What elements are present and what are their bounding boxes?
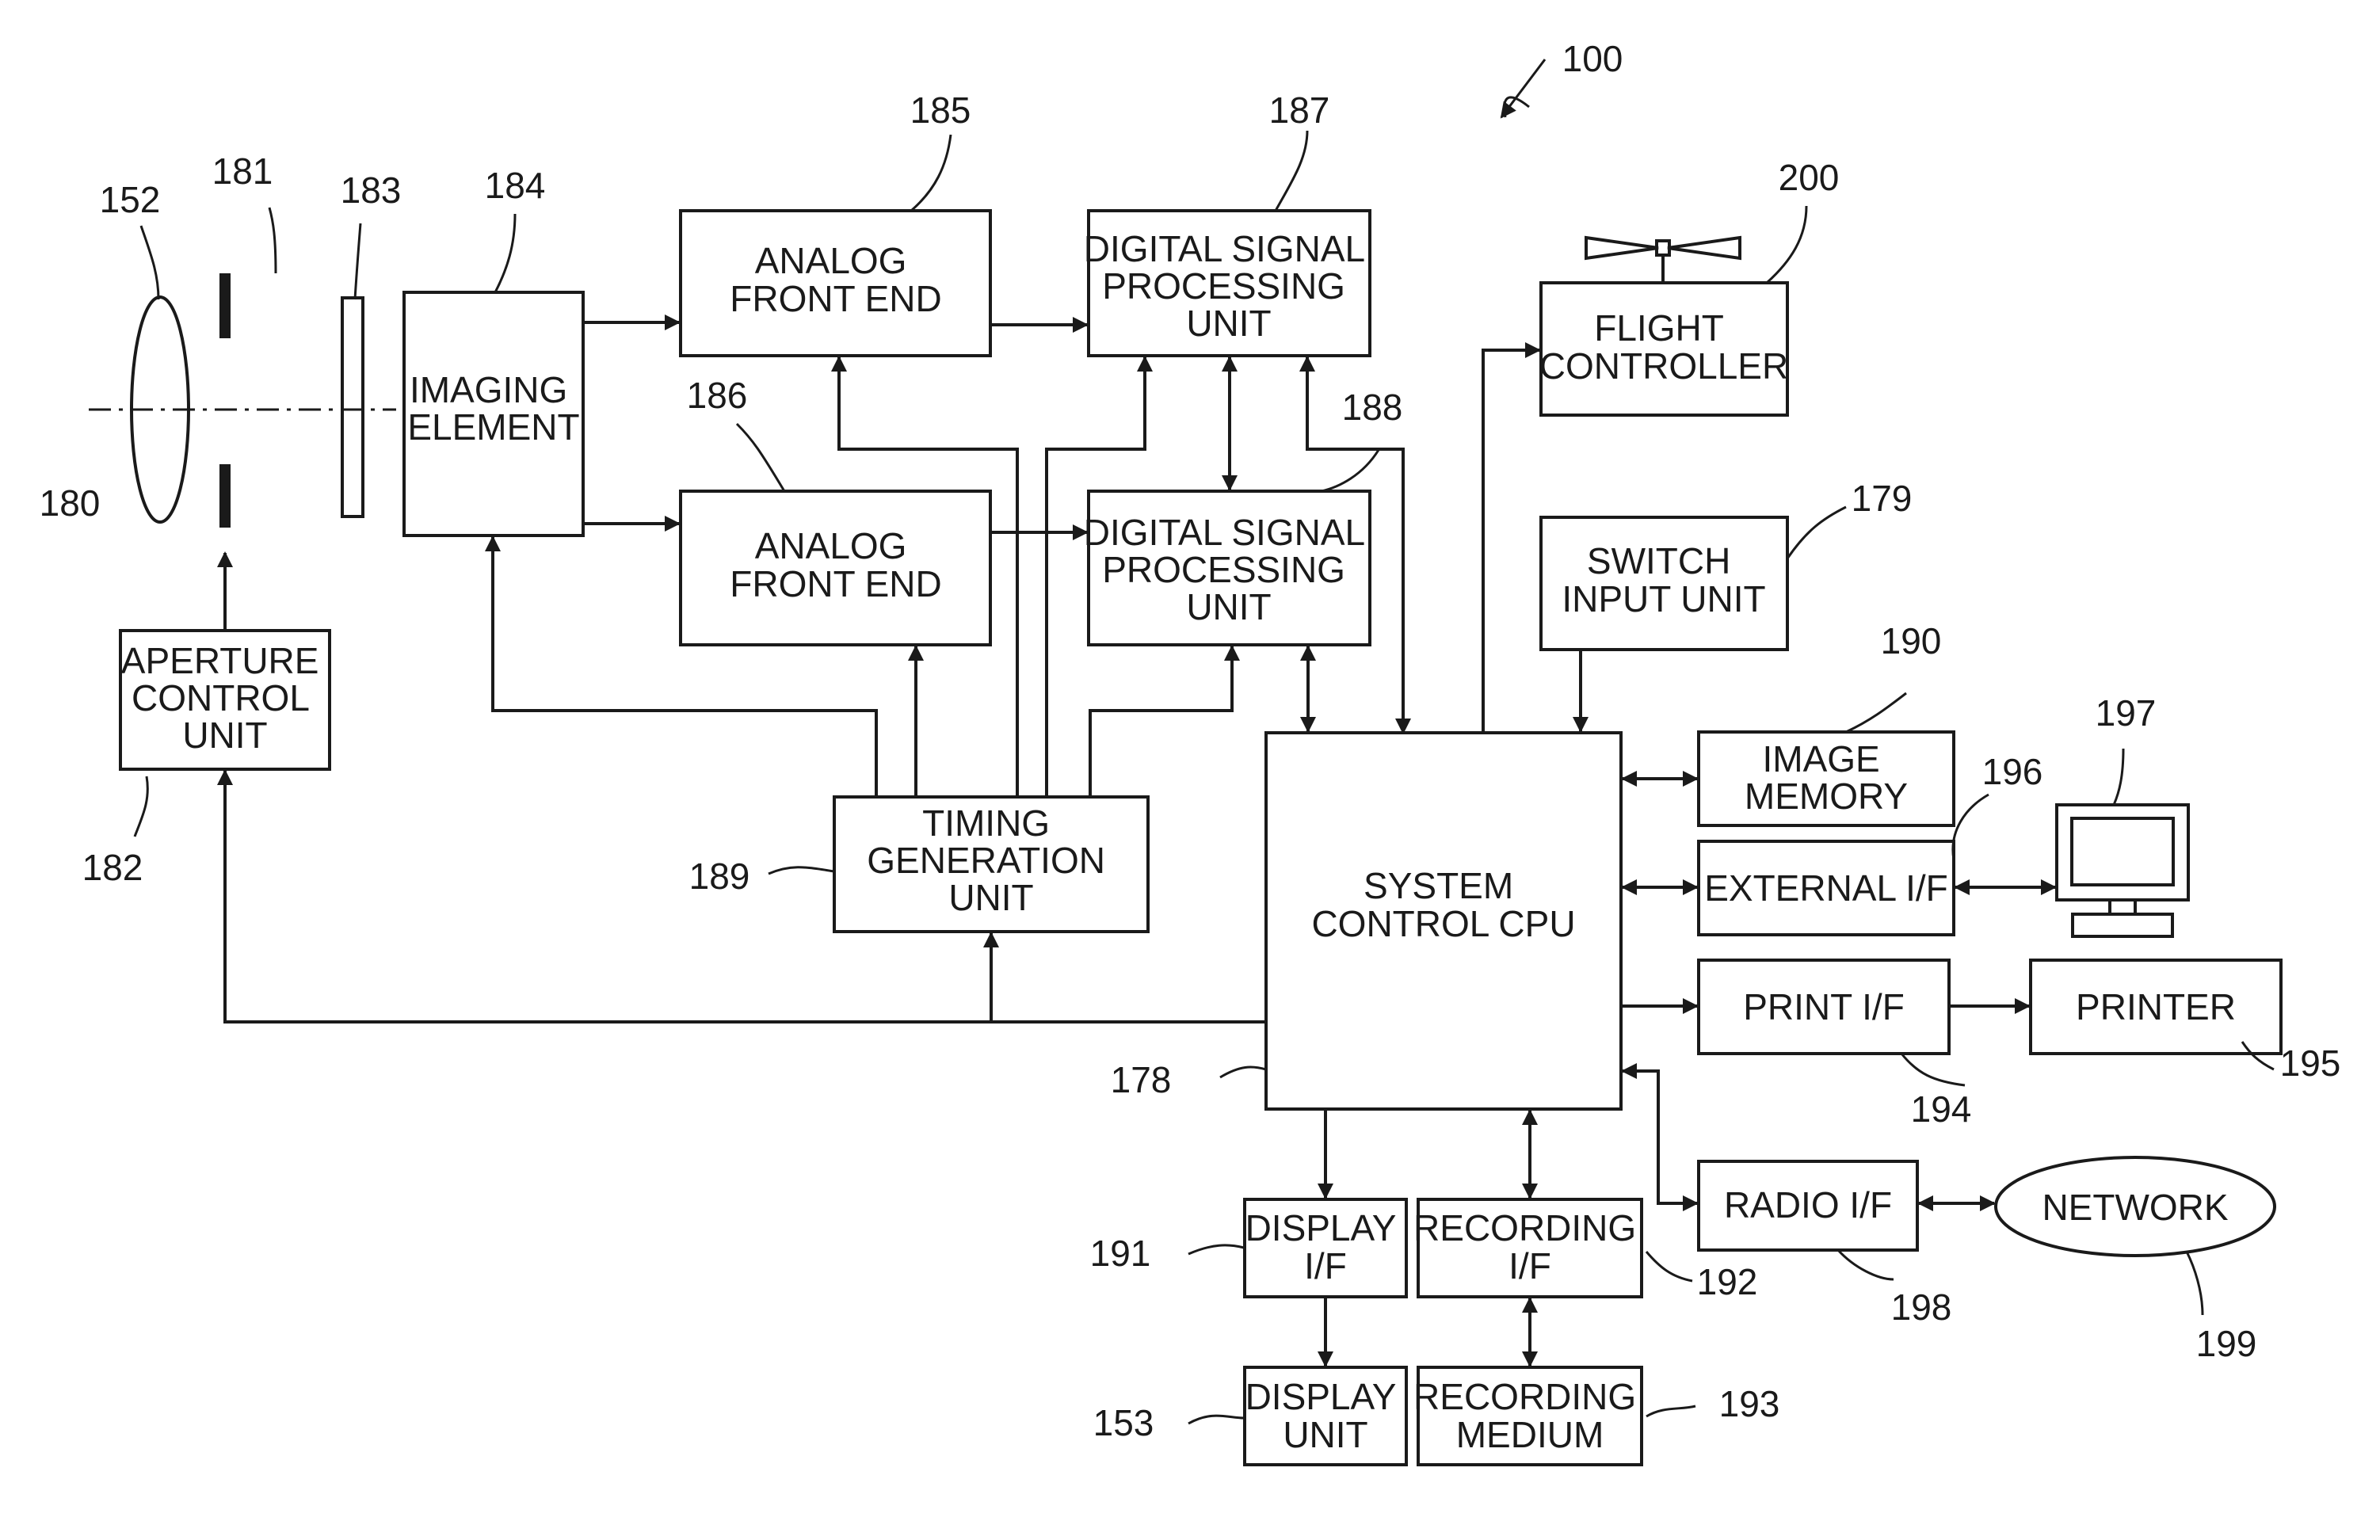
ref-152: 152 (100, 179, 161, 220)
ref-200: 200 (1779, 157, 1840, 198)
aperture-control-label: APERTURE CONTROL UNIT (121, 640, 329, 756)
ref-189: 189 (689, 856, 750, 897)
ref-194: 194 (1911, 1088, 1972, 1130)
ref-198: 198 (1891, 1287, 1952, 1328)
ref-188: 188 (1342, 387, 1403, 428)
ref-199: 199 (2196, 1323, 2257, 1364)
print-if-label: PRINT I/F (1743, 986, 1905, 1027)
optical-filter-183 (342, 298, 363, 517)
aperture-blade-upper (219, 273, 231, 338)
recording-medium-label: RECORDING MEDIUM (1413, 1376, 1646, 1455)
ref-182: 182 (82, 847, 143, 888)
dsp-top-label: DIGITAL SIGNAL PROCESSING UNIT (1084, 228, 1374, 344)
ref-186: 186 (687, 375, 748, 416)
switch-input-label: SWITCH INPUT UNIT (1562, 540, 1765, 619)
ref-178: 178 (1111, 1059, 1172, 1100)
display-if-label: DISPLAY I/F (1245, 1207, 1406, 1287)
dsp-bottom-label: DIGITAL SIGNAL PROCESSING UNIT (1084, 512, 1374, 627)
ref-185: 185 (910, 90, 971, 131)
aperture-blade-lower (219, 464, 231, 528)
flight-controller-label: FLIGHT CONTROLLER (1539, 307, 1788, 387)
external-if-label: EXTERNAL I/F (1704, 867, 1948, 909)
ref-181: 181 (212, 151, 273, 192)
ref-187: 187 (1269, 90, 1330, 131)
ref-195: 195 (2280, 1043, 2341, 1084)
ref-179: 179 (1852, 478, 1913, 519)
imaging-element-label: IMAGING ELEMENT (407, 369, 579, 448)
timing-generation-label: TIMING GENERATION UNIT (867, 802, 1116, 918)
monitor-icon (2057, 805, 2188, 936)
system-cpu-label: SYSTEM CONTROL CPU (1311, 865, 1575, 944)
ref-192: 192 (1697, 1261, 1758, 1302)
ref-193: 193 (1719, 1383, 1780, 1424)
ref-153: 153 (1093, 1402, 1154, 1443)
ref-184: 184 (485, 165, 546, 206)
ref-190: 190 (1881, 620, 1942, 661)
radio-if-label: RADIO I/F (1724, 1184, 1892, 1226)
ref-191: 191 (1090, 1233, 1151, 1274)
ref-180: 180 (40, 482, 101, 524)
figure-ref-arrow (1501, 59, 1545, 117)
ref-197: 197 (2096, 692, 2157, 734)
optics (89, 273, 396, 528)
display-unit-label: DISPLAY UNIT (1245, 1376, 1406, 1455)
afe-bottom-label: ANALOG FRONT END (730, 525, 942, 604)
image-memory-label: IMAGE MEMORY (1745, 738, 1908, 817)
propeller-icon (1586, 238, 1740, 283)
network-label: NETWORK (2042, 1187, 2228, 1228)
recording-if-label: RECORDING I/F (1413, 1207, 1646, 1287)
afe-top-label: ANALOG FRONT END (730, 240, 942, 319)
ref-100: 100 (1562, 38, 1623, 79)
printer-label: PRINTER (2076, 986, 2236, 1027)
ref-183: 183 (341, 170, 402, 211)
ref-196: 196 (1982, 751, 2043, 792)
